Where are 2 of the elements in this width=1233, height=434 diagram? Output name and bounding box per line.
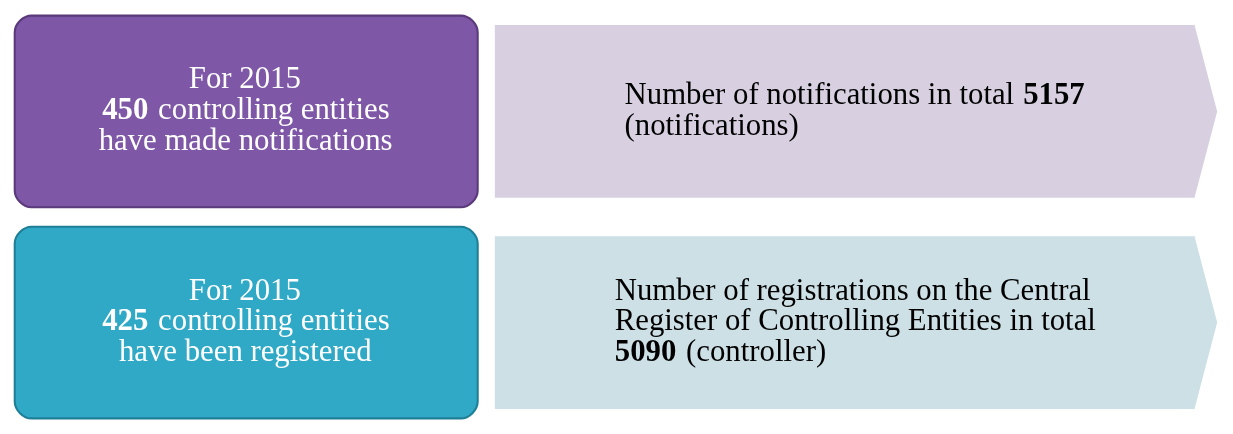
node-box: For 2015 450 controlling entities have made notifications xyxy=(13,14,479,209)
node-box: For 2015 425 controlling entities have been registered xyxy=(13,225,479,420)
